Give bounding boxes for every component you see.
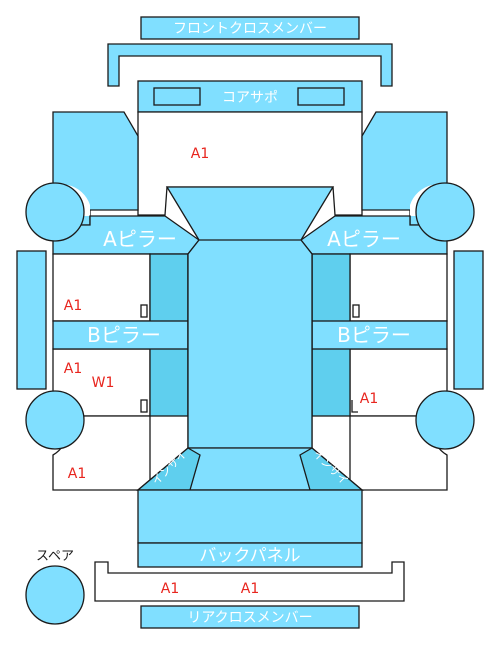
left-rear-tire[interactable] bbox=[25, 390, 85, 450]
front-cross-member-label: フロントクロスメンバー bbox=[173, 21, 327, 37]
damage-mark: A1 bbox=[191, 146, 209, 162]
core-support-left-slot bbox=[153, 87, 201, 106]
damage-mark: A1 bbox=[64, 298, 82, 314]
left-b-pillar[interactable] bbox=[52, 320, 189, 350]
right-side-sill[interactable] bbox=[453, 250, 484, 390]
front-bumper-reinforcement[interactable] bbox=[107, 43, 393, 87]
back-panel-label: バックパネル bbox=[199, 546, 300, 566]
right-b-pillar-label: Bピラー bbox=[337, 323, 411, 347]
rear-bumper-reinforcement[interactable] bbox=[94, 561, 405, 602]
left-rear-mark-box bbox=[140, 399, 148, 413]
damage-mark: A1 bbox=[68, 466, 86, 482]
right-rear-mark-bracket bbox=[351, 400, 358, 413]
right-front-door-area bbox=[349, 253, 448, 322]
right-a-pillar-label: Aピラー bbox=[327, 227, 401, 251]
left-a-pillar-label: Aピラー bbox=[103, 227, 177, 251]
right-front-tire[interactable] bbox=[415, 182, 475, 242]
right-rear-tire[interactable] bbox=[415, 390, 475, 450]
damage-mark: A1 bbox=[360, 391, 378, 407]
rear-cross-member-panel[interactable] bbox=[140, 605, 360, 629]
right-front-mark-box bbox=[352, 304, 360, 318]
spare-label: スペア bbox=[36, 549, 74, 564]
damage-mark: W1 bbox=[92, 375, 115, 391]
right-b-pillar[interactable] bbox=[311, 320, 448, 350]
damage-mark: A1 bbox=[161, 581, 179, 597]
spare-tire[interactable] bbox=[25, 565, 85, 625]
damage-mark: A1 bbox=[64, 361, 82, 377]
back-panel[interactable] bbox=[137, 542, 363, 568]
floor-panel[interactable] bbox=[187, 239, 313, 449]
left-front-door-area bbox=[52, 253, 151, 322]
core-support-label: コアサポ bbox=[222, 90, 278, 106]
left-side-sill[interactable] bbox=[16, 250, 47, 390]
damage-mark: A1 bbox=[241, 581, 259, 597]
front-cross-member-panel[interactable] bbox=[140, 16, 360, 40]
left-b-pillar-label: Bピラー bbox=[87, 323, 161, 347]
rear-cross-member-label: リアクロスメンバー bbox=[187, 610, 312, 626]
left-front-tire[interactable] bbox=[25, 182, 85, 242]
trunk-floor[interactable] bbox=[137, 489, 363, 544]
core-support-right-slot bbox=[297, 87, 345, 106]
left-front-mark-box bbox=[140, 304, 148, 318]
